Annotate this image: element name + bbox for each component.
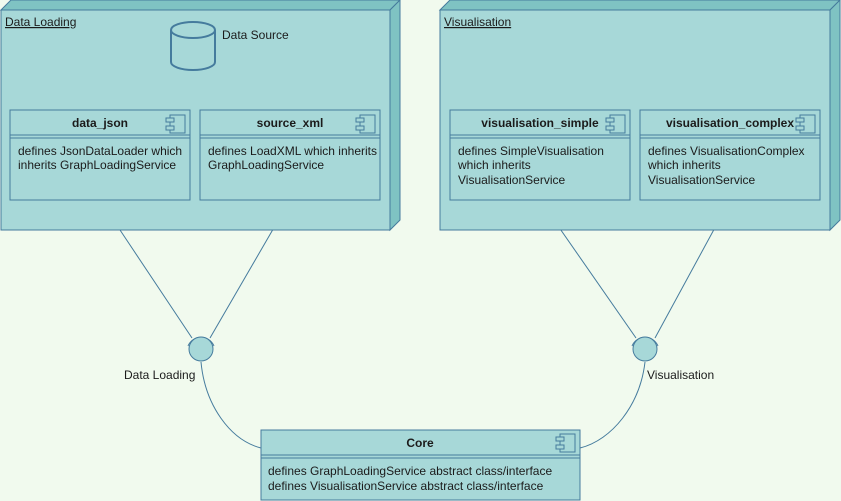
interface-data-loading[interactable]: [187, 336, 215, 362]
datasource-database-icon[interactable]: [170, 21, 216, 71]
component-core[interactable]: Core defines GraphLoadingService abstrac…: [260, 429, 581, 501]
component-desc-line: VisualisationService: [458, 173, 565, 187]
component-data-json[interactable]: data_json defines JsonDataLoader which i…: [9, 109, 191, 201]
component-desc-line: defines VisualisationComplex: [648, 144, 805, 158]
datasource-label: Data Source: [222, 28, 289, 42]
component-title-data-json: data_json: [72, 116, 128, 130]
component-source-xml[interactable]: source_xml defines LoadXML which inherit…: [199, 109, 381, 201]
component-title-source-xml: source_xml: [257, 116, 324, 130]
node-title-data-loading: Data Loading: [5, 15, 76, 29]
component-desc-line: which inherits: [457, 158, 531, 172]
connector-core-dataloading: [200, 361, 262, 449]
component-visualisation-simple[interactable]: visualisation_simple defines SimpleVisua…: [449, 109, 631, 201]
component-desc-line: defines VisualisationService abstract cl…: [268, 479, 544, 493]
component-desc-line: defines JsonDataLoader which: [18, 144, 182, 158]
component-icon: [555, 433, 576, 453]
component-title-visualisation-complex: visualisation_complex: [666, 116, 794, 130]
component-desc-line: GraphLoadingService: [208, 158, 324, 172]
component-desc-line: which inherits: [647, 158, 721, 172]
component-desc-line: defines SimpleVisualisation: [458, 144, 604, 158]
component-visualisation-complex[interactable]: visualisation_complex defines Visualisat…: [639, 109, 821, 201]
component-title-visualisation-simple: visualisation_simple: [481, 116, 599, 130]
component-desc-line: defines GraphLoadingService abstract cla…: [268, 464, 552, 478]
component-desc-line: VisualisationService: [648, 173, 755, 187]
node-title-visualisation: Visualisation: [444, 15, 511, 29]
component-title-core: Core: [406, 436, 434, 450]
component-icon: [605, 114, 626, 134]
component-icon: [355, 114, 376, 134]
component-desc-line: inherits GraphLoadingService: [18, 158, 176, 172]
component-icon: [165, 114, 186, 134]
interface-visualisation[interactable]: [631, 336, 659, 362]
connector-core-visualisation: [579, 361, 646, 449]
component-icon: [795, 114, 816, 134]
interface-label-visualisation: Visualisation: [647, 368, 714, 382]
component-desc-line: defines LoadXML which inherits: [208, 144, 377, 158]
interface-label-data-loading: Data Loading: [124, 368, 195, 382]
